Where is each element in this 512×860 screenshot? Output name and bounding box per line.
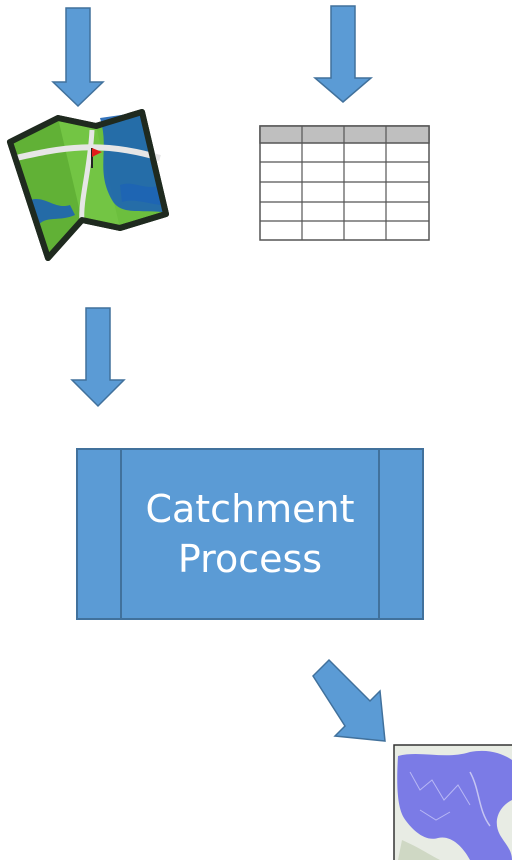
arrow-diagonal-to-output: [312, 658, 386, 742]
arrow-down-table-input: [312, 5, 374, 103]
catchment-process-box: Catchment Process: [76, 448, 424, 620]
process-label: Catchment Process: [122, 450, 378, 618]
arrow-down-map-input: [51, 7, 105, 108]
catchment-map-thumbnail: [393, 744, 512, 860]
process-box-right-bar: [378, 450, 422, 618]
arrow-down-to-process: [70, 307, 126, 408]
data-table-icon: [259, 125, 430, 241]
process-label-line1: Catchment: [145, 486, 355, 531]
process-box-left-bar: [78, 450, 122, 618]
process-label-line2: Process: [177, 537, 323, 581]
folded-map-icon: [7, 109, 169, 261]
